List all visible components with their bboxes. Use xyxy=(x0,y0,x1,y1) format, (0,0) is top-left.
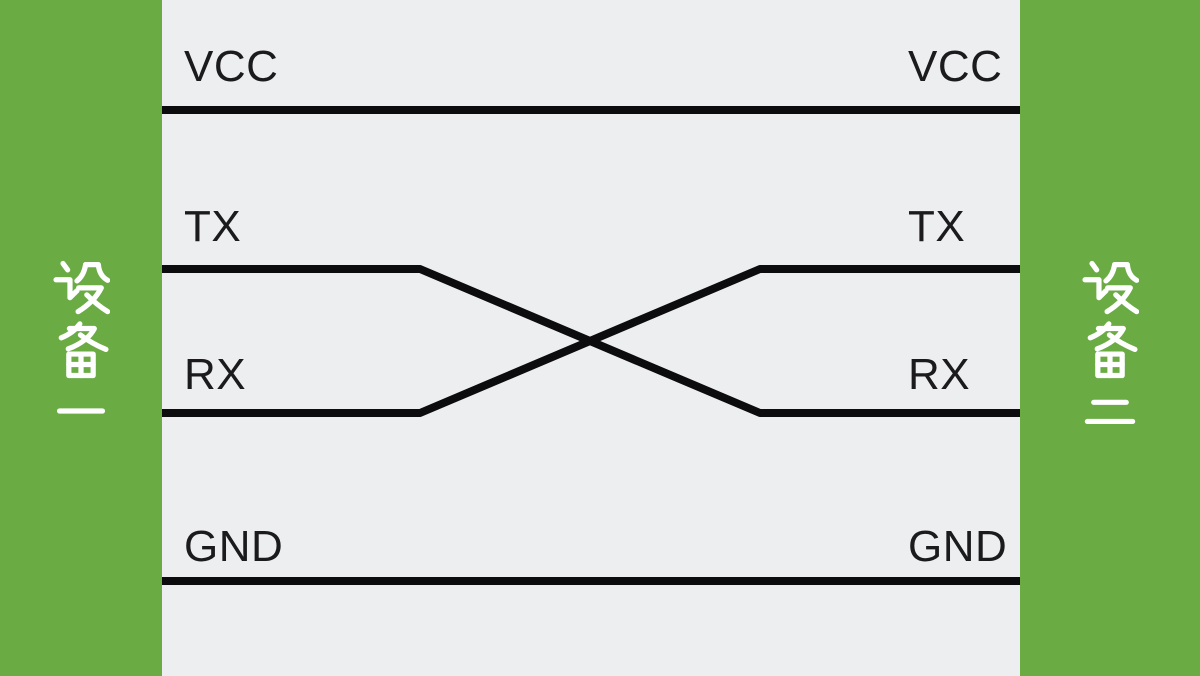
hanzi-bei-icon xyxy=(1087,321,1138,379)
device-panel-left: 设备一 xyxy=(0,0,162,676)
pin-right-tx: TX xyxy=(908,202,966,251)
pin-left-vcc: VCC xyxy=(184,42,279,91)
hanzi-er-icon xyxy=(1084,399,1136,425)
hanzi-bei-icon xyxy=(58,321,109,379)
device-panel-right: 设备二 xyxy=(1020,0,1200,676)
hanzi-yi-icon xyxy=(56,408,106,414)
pin-right-gnd: GND xyxy=(908,522,1008,571)
hanzi-she-icon xyxy=(53,260,110,315)
pin-right-rx: RX xyxy=(908,350,971,399)
pin-left-rx: RX xyxy=(184,350,247,399)
pin-right-vcc: VCC xyxy=(908,42,1003,91)
device-left-label xyxy=(52,260,110,440)
wire-rx-to-tx xyxy=(162,265,1020,417)
pin-left-gnd: GND xyxy=(184,522,284,571)
pin-left-tx: TX xyxy=(184,202,242,251)
device-right-label xyxy=(1081,260,1139,440)
hanzi-she-icon xyxy=(1082,260,1139,315)
